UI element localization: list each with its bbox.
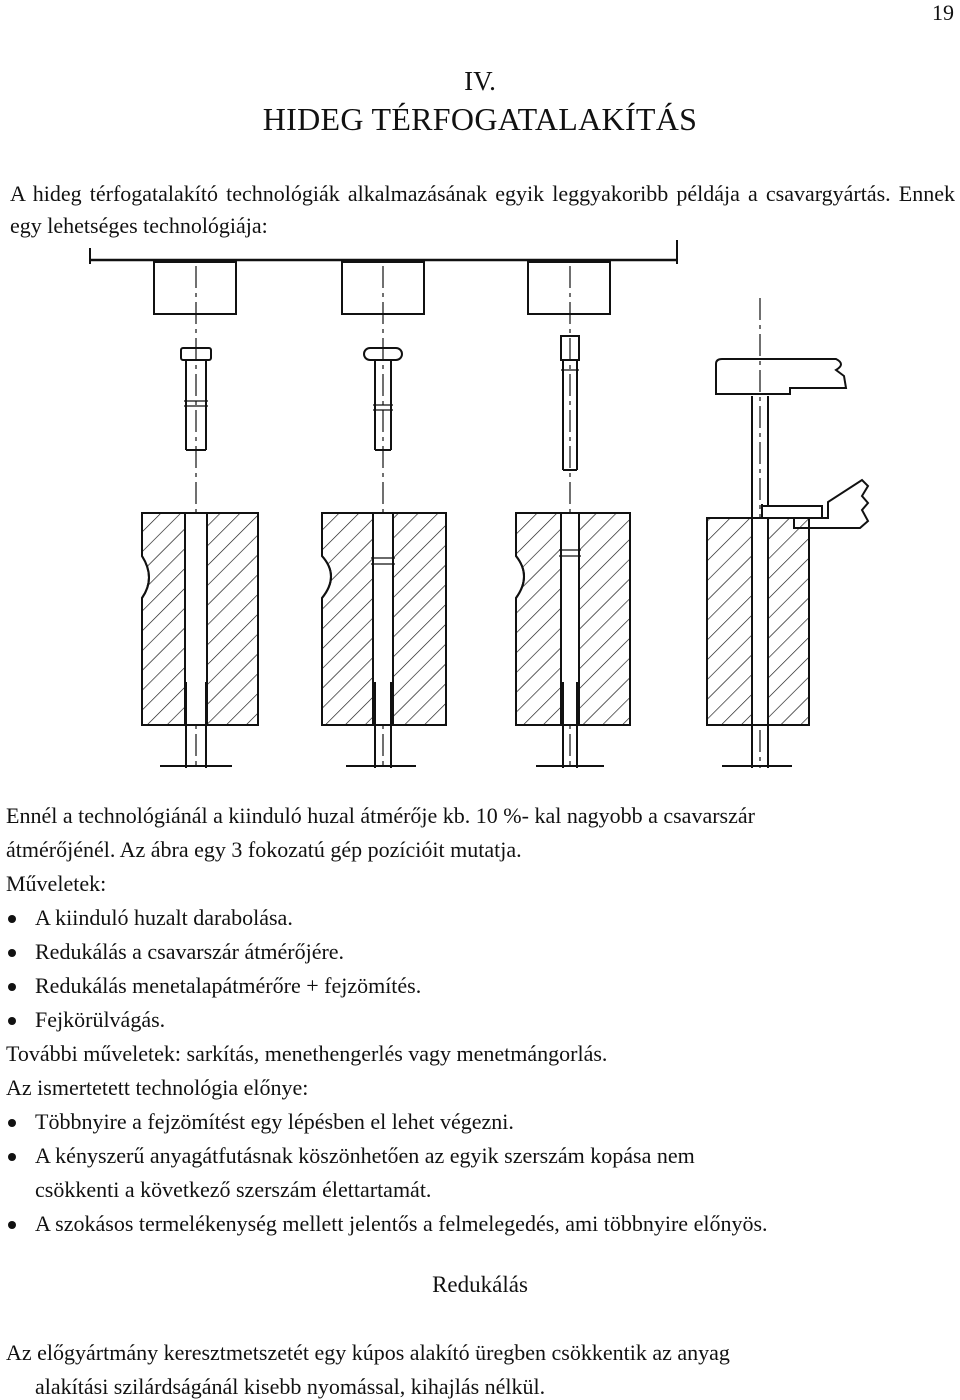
page-number: 19 [932,0,954,25]
paragraph-line: alakítási szilárdságánál kisebb nyomássa… [35,1374,546,1399]
further-operations: További műveletek: sarkítás, menethenger… [6,1041,608,1066]
list-item-continuation: csökkenti a következő szerszám élettarta… [35,1177,432,1202]
punch-1 [153,261,237,315]
bolt-stage-1 [180,347,212,451]
list-item: Redukálás a csavarszár átmérőjére. [6,935,956,969]
press-slide-bar [89,240,678,264]
cold-heading-process-figure [89,240,870,768]
die-1 [141,512,259,726]
chapter-number: IV. [464,66,496,96]
body-text: Ennél a technológiánál a kiinduló huzal … [6,799,956,1241]
list-item: A kényszerű anyagátfutásnak köszönhetően… [6,1139,956,1173]
section-title: Redukálás [432,1272,528,1297]
paragraph-line: Az előgyártmány keresztmetszetét egy kúp… [6,1340,730,1365]
punch-3 [527,261,611,315]
ejectors [160,682,792,768]
bolt-stage-2 [363,347,403,451]
list-item: A szokásos termelékenység mellett jelent… [6,1207,956,1241]
chapter-title: HIDEG TÉRFOGATALAKÍTÁS [262,101,698,137]
advantages-heading: Az ismertetett technológia előnye: [6,1075,309,1100]
center-lines [195,266,761,768]
list-item: Redukálás menetalapátmérőre + fejzömítés… [6,969,956,1003]
list-item: Többnyire a fejzömítést egy lépésben el … [6,1105,956,1139]
die-2 [321,512,447,726]
paragraph-line: átmérőjénél. Az ábra egy 3 fokozatú gép … [6,837,522,862]
die-3 [515,512,631,726]
die-4 [706,517,810,726]
paragraph-line: Ennél a technológiánál a kiinduló huzal … [6,803,755,828]
operations-heading: Műveletek: [6,871,107,896]
list-item: A kiinduló huzalt darabolása. [6,901,956,935]
intro-paragraph: A hideg térfogatalakító technológiák alk… [10,181,955,238]
list-item: Fejkörülvágás. [6,1003,956,1037]
bolt-stage-3 [560,335,580,471]
closing-paragraph: Az előgyártmány keresztmetszetét egy kúp… [6,1336,956,1400]
